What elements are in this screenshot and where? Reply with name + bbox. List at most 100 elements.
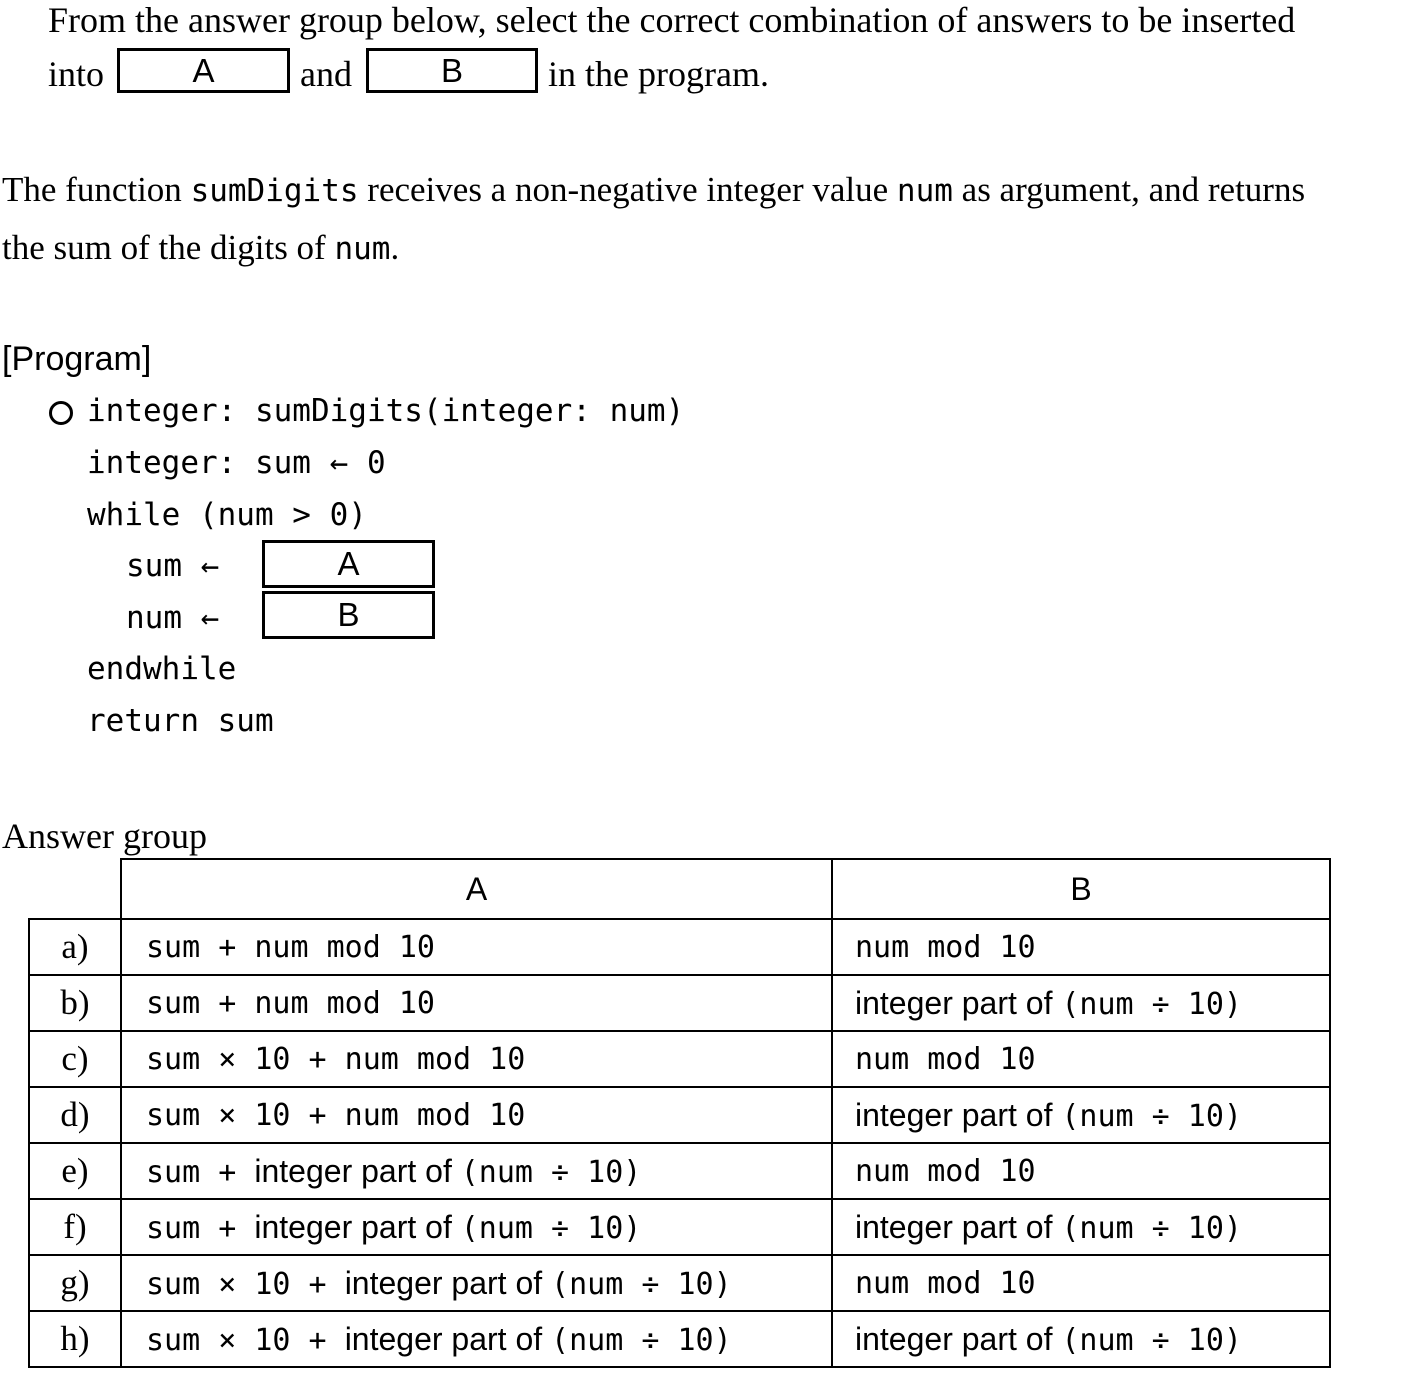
text-fragment: integer part of [254,1208,461,1245]
answer-option-label: b) [28,974,122,1032]
code-fragment: (num ÷ 10) [1061,1322,1242,1358]
answer-row: c) sum × 10 + num mod 10 num mod 10 [28,1030,1331,1088]
text-fragment: integer part of [254,1152,461,1189]
answer-group-label: Answer group [2,816,207,856]
code-fragment: (num ÷ 10) [460,1154,642,1190]
code-line-4: sum ← [126,548,220,584]
code-line-6: endwhile [87,651,237,687]
code-fragment: (num ÷ 10) [551,1322,732,1358]
answer-cell-a: sum × 10 + integer part of (num ÷ 10) [120,1254,833,1312]
answer-row: d) sum × 10 + num mod 10 integer part of (… [28,1086,1331,1144]
answer-table: A B a) sum + num mod 10 num mod 10 b) sum + … [28,858,1331,1368]
text-fragment: integer part of [855,1320,1062,1357]
desc-text-2: receives a non-negative integer value [358,170,897,209]
answer-expression: sum × 10 + num mod 10 [146,1097,526,1133]
instruction-and: and [300,54,352,94]
answer-option-label: c) [28,1030,122,1088]
answer-table-header: A B [29,858,1331,920]
answer-row: e) sum + integer part of (num ÷ 10) num mo… [28,1142,1331,1200]
answer-option-label: f) [28,1198,122,1256]
code-fragment: (num ÷ 10) [1061,986,1242,1022]
instruction-line-1: From the answer group below, select the … [48,0,1296,40]
answer-cell-b: integer part of (num ÷ 10) [831,1086,1331,1144]
desc-func-name: sumDigits [190,173,359,209]
answer-option-label: a) [28,918,122,976]
answer-option-label: d) [28,1086,122,1144]
answer-expression: num mod 10 [855,1265,1036,1301]
code-fragment: (num ÷ 10) [1061,1210,1242,1246]
code-fragment: sum × 10 + num mod 10 [146,1041,526,1077]
answer-option-label: h) [28,1310,122,1368]
text-fragment: integer part of [344,1320,552,1357]
description-line-2: the sum of the digits of num. [2,228,399,269]
code-line-7: return sum [87,703,274,739]
answer-expression: sum + integer part of (num ÷ 10) [146,1152,642,1190]
answer-expression: integer part of (num ÷ 10) [855,984,1242,1022]
code-fragment: (num ÷ 10) [1061,1098,1242,1134]
program-title: [Program] [2,340,152,378]
desc-arg-name: num [896,173,953,209]
header-empty-cell [29,859,122,920]
answer-cell-b: integer part of (num ÷ 10) [831,974,1331,1032]
code-line-3: while (num > 0) [87,497,367,533]
function-start-circle-icon [49,401,73,425]
code-fragment: sum + [146,1154,255,1190]
code-fragment: num mod 10 [855,1041,1036,1077]
answer-cell-b: num mod 10 [831,1030,1331,1088]
answer-option-label: e) [28,1142,122,1200]
code-fragment: sum × 10 + [146,1266,345,1302]
answer-expression: num mod 10 [855,1153,1036,1189]
code-blank-b: B [262,591,435,639]
code-fragment: sum × 10 + [146,1322,345,1358]
answer-cell-a: sum × 10 + num mod 10 [120,1030,833,1088]
code-fragment: (num ÷ 10) [460,1210,642,1246]
answer-expression: integer part of (num ÷ 10) [855,1096,1242,1134]
code-fragment: sum + [146,1210,255,1246]
desc-text-4: the sum of the digits of [2,228,335,267]
answer-cell-a: sum + integer part of (num ÷ 10) [120,1198,833,1256]
answer-expression: integer part of (num ÷ 10) [855,1208,1242,1246]
code-fragment: (num ÷ 10) [551,1266,732,1302]
answer-row: f)sum + integer part of (num ÷ 10)intege… [28,1198,1331,1256]
answer-cell-a: sum × 10 + integer part of (num ÷ 10) [120,1310,833,1368]
answer-row: b) sum + num mod 10 integer part of (num ÷… [28,974,1331,1032]
code-fragment: sum + num mod 10 [146,985,435,1021]
code-blank-a-label: A [337,545,360,582]
code-fragment: num mod 10 [855,1153,1036,1189]
code-fragment: sum × 10 + num mod 10 [146,1097,526,1133]
desc-text-5: . [390,228,400,267]
answer-cell-b: integer part of (num ÷ 10) [831,1310,1331,1368]
desc-arg-name-2: num [334,231,391,267]
blank-b-inline: B [366,48,538,93]
answer-cell-a: sum + num mod 10 [120,918,833,976]
description-line-1: The function sumDigits receives a non-ne… [2,170,1305,211]
text-fragment: integer part of [855,984,1062,1021]
answer-expression: sum + num mod 10 [146,985,435,1021]
answer-row: h)sum × 10 + integer part of (num ÷ 10)i… [28,1310,1331,1368]
answer-cell-b: integer part of (num ÷ 10) [831,1198,1331,1256]
answer-option-label: g) [28,1254,122,1312]
answer-expression: sum × 10 + integer part of (num ÷ 10) [146,1264,732,1302]
answer-expression: num mod 10 [855,929,1036,965]
text-fragment: integer part of [344,1264,552,1301]
code-fragment: num mod 10 [855,929,1036,965]
header-b: B [831,858,1331,920]
code-line-1: integer: sumDigits(integer: num) [87,393,685,429]
answer-cell-b: num mod 10 [831,1254,1331,1312]
answer-cell-b: num mod 10 [831,1142,1331,1200]
answer-row: g) sum × 10 + integer part of (num ÷ 10) n… [28,1254,1331,1312]
answer-cell-a: sum + integer part of (num ÷ 10) [120,1142,833,1200]
code-fragment: sum + num mod 10 [146,929,435,965]
code-fragment: num mod 10 [855,1265,1036,1301]
blank-a-label: A [192,51,215,89]
answer-expression: sum + integer part of (num ÷ 10) [146,1208,642,1246]
answer-expression: sum + num mod 10 [146,929,435,965]
text-fragment: integer part of [855,1096,1062,1133]
answer-cell-a: sum + num mod 10 [120,974,833,1032]
text-fragment: integer part of [855,1208,1062,1245]
answer-row: a) sum + num mod 10 num mod 10 [28,918,1331,976]
desc-text-1: The function [2,170,191,209]
blank-a-inline: A [117,48,290,93]
code-line-2: integer: sum ← 0 [87,445,386,481]
answer-expression: num mod 10 [855,1041,1036,1077]
